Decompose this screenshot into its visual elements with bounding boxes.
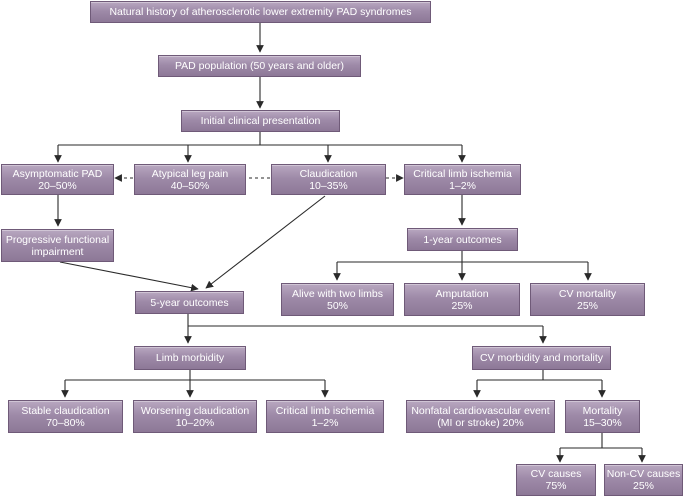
claudication-label: Claudication — [299, 167, 358, 180]
connector-claudication-fiveyear — [205, 195, 326, 289]
critical-limb-ischemia-bottom-box: Critical limb ischemia 1–2% — [266, 400, 384, 433]
worsening-claudication-value: 10–20% — [175, 416, 215, 429]
critical-limb-ischemia-top-box: Critical limb ischemia 1–2% — [404, 164, 521, 195]
atypical-leg-pain-value: 40–50% — [170, 179, 210, 192]
initial-presentation-text: Initial clinical presentation — [200, 115, 321, 127]
nonfatal-cv-event-line1: Nonfatal cardiovascular event — [411, 404, 550, 417]
atypical-leg-pain-box: Atypical leg pain 40–50% — [134, 164, 246, 195]
amputation-box: Amputation 25% — [404, 283, 520, 316]
stable-claudication-box: Stable claudication 70–80% — [8, 400, 123, 433]
connector-progressive-fiveyear — [59, 261, 199, 292]
alive-two-limbs-box: Alive with two limbs 50% — [281, 283, 394, 316]
amputation-label: Amputation — [435, 287, 489, 300]
asymptomatic-pad-value: 20–50% — [38, 179, 77, 192]
atypical-leg-pain-label: Atypical leg pain — [151, 167, 229, 180]
initial-presentation-box: Initial clinical presentation — [181, 110, 340, 132]
population-box: PAD population (50 years and older) — [158, 55, 361, 77]
cv-causes-box: CV causes 75% — [516, 464, 596, 496]
nonfatal-cv-event-box: Nonfatal cardiovascular event (MI or str… — [406, 400, 555, 433]
alive-two-limbs-value: 50% — [326, 299, 348, 312]
mortality-box: Mortality 15–30% — [565, 400, 640, 433]
title-box: Natural history of atherosclerotic lower… — [90, 1, 431, 23]
mortality-value: 15–30% — [583, 416, 622, 429]
critical-limb-ischemia-top-label: Critical limb ischemia — [413, 167, 512, 180]
five-year-outcomes-text: 5-year outcomes — [150, 296, 229, 309]
worsening-claudication-label: Worsening claudication — [140, 404, 250, 417]
mortality-label: Mortality — [582, 404, 623, 417]
cv-mortality-box: CV mortality 25% — [530, 283, 645, 316]
limb-morbidity-text: Limb morbidity — [155, 352, 225, 364]
cv-mortality-label: CV mortality — [558, 287, 617, 300]
amputation-value: 25% — [451, 299, 473, 312]
one-year-outcomes-box: 1-year outcomes — [407, 228, 518, 251]
cv-morbidity-mortality-box: CV morbidity and mortality — [472, 346, 611, 370]
limb-morbidity-box: Limb morbidity — [134, 346, 246, 370]
cv-causes-value: 75% — [545, 480, 567, 492]
alive-two-limbs-label: Alive with two limbs — [291, 287, 384, 300]
stable-claudication-label: Stable claudication — [21, 404, 110, 417]
claudication-box: Claudication 10–35% — [271, 164, 386, 195]
non-cv-causes-label: Non-CV causes — [606, 468, 681, 480]
non-cv-causes-box: Non-CV causes 25% — [604, 464, 683, 496]
asymptomatic-pad-label: Asymptomatic PAD — [12, 167, 103, 180]
asymptomatic-pad-box: Asymptomatic PAD 20–50% — [1, 164, 114, 195]
stable-claudication-value: 70–80% — [46, 416, 85, 429]
five-year-outcomes-box: 5-year outcomes — [135, 291, 244, 314]
worsening-claudication-box: Worsening claudication 10–20% — [133, 400, 257, 433]
critical-limb-ischemia-bottom-label: Critical limb ischemia — [275, 404, 375, 417]
non-cv-causes-value: 25% — [632, 480, 654, 492]
cv-mortality-value: 25% — [576, 299, 598, 312]
progressive-impairment-box: Progressive functional impairment — [1, 229, 114, 262]
nonfatal-cv-event-line2: (MI or stroke) 20% — [437, 416, 524, 429]
critical-limb-ischemia-top-value: 1–2% — [449, 179, 476, 192]
claudication-value: 10–35% — [309, 179, 348, 192]
population-text: PAD population (50 years and older) — [174, 60, 345, 72]
critical-limb-ischemia-bottom-value: 1–2% — [311, 416, 339, 429]
cv-morbidity-mortality-text: CV morbidity and mortality — [479, 352, 604, 364]
cv-causes-label: CV causes — [530, 468, 582, 480]
one-year-outcomes-text: 1-year outcomes — [423, 233, 502, 246]
progressive-impairment-line2: impairment — [31, 245, 84, 258]
title-text: Natural history of atherosclerotic lower… — [109, 6, 412, 18]
progressive-impairment-line1: Progressive functional — [5, 233, 110, 246]
